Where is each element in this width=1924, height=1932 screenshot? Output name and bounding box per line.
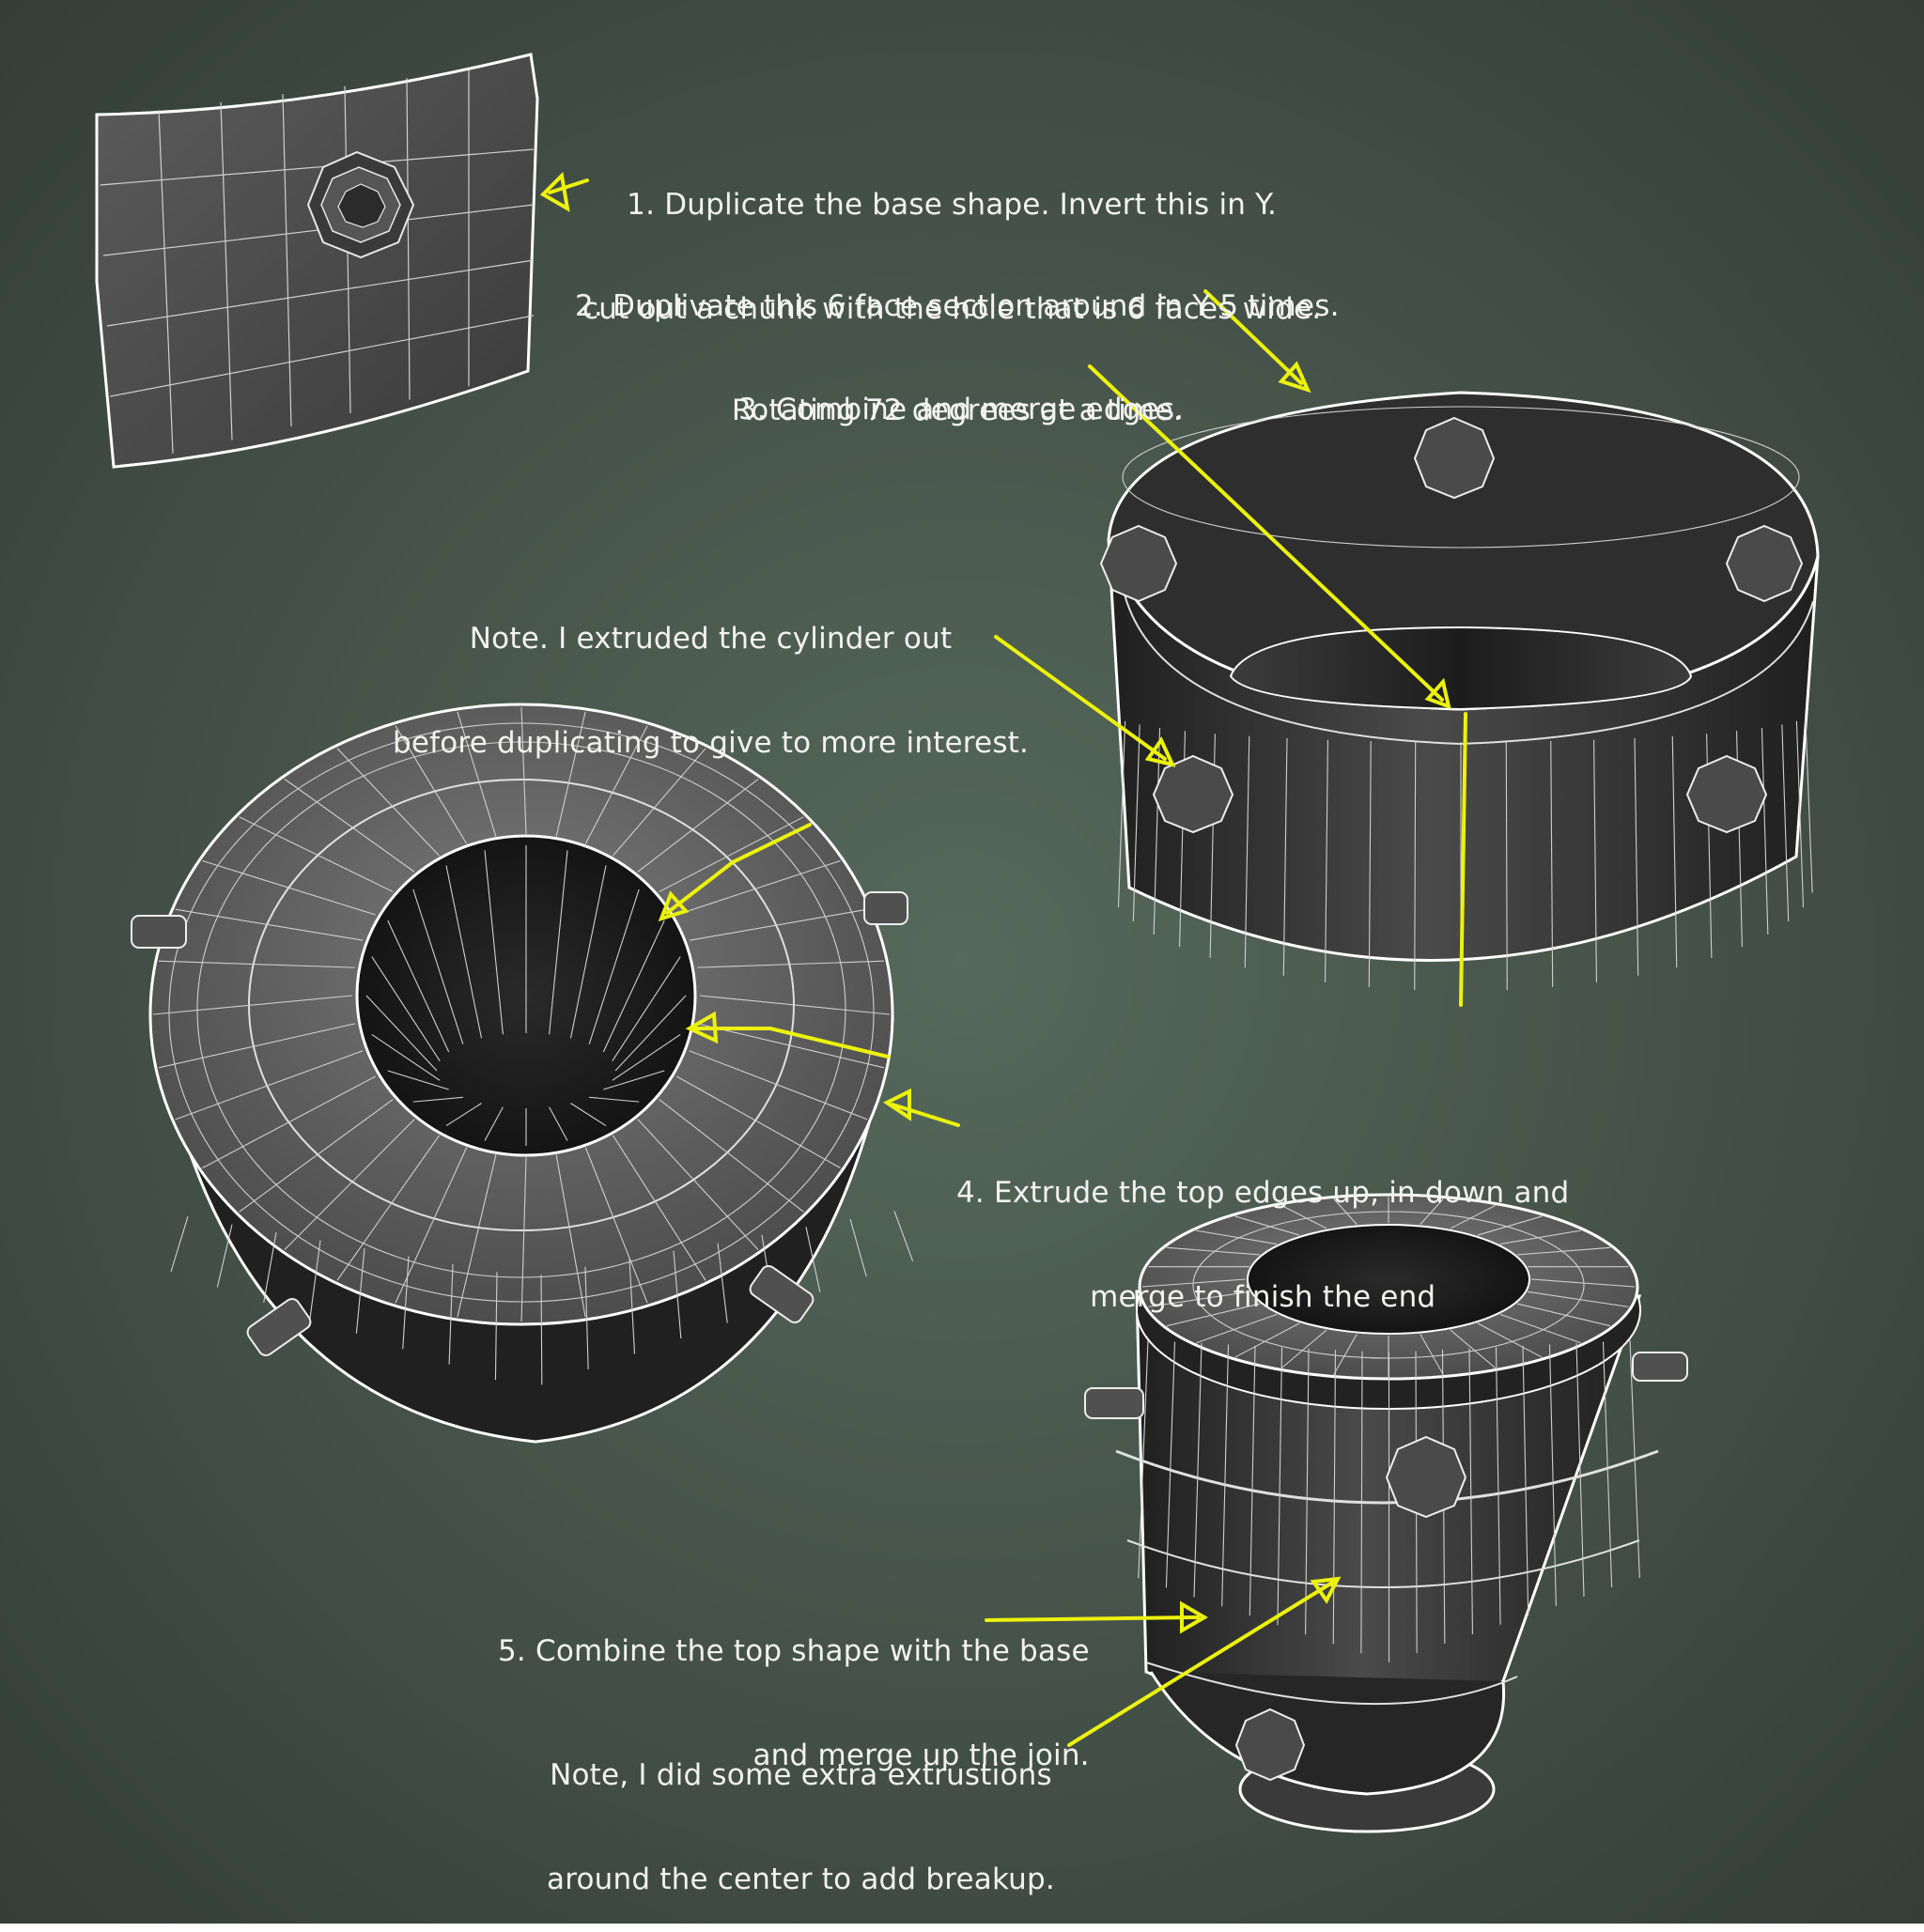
wire-line [850, 1219, 866, 1276]
note1-line1: Note. I extruded the cylinder out [393, 622, 1029, 657]
note1-text: Note. I extruded the cylinder out before… [393, 552, 1029, 796]
step3-line1: 3. Combine and merge edges. [738, 393, 1184, 427]
curved-panel-mesh [97, 54, 537, 467]
step4-line1: 4. Extrude the top edges up, in down and [956, 1176, 1569, 1211]
step2-line1: 2. Duplivate this 6 face section around … [575, 289, 1340, 324]
donut-cap-mesh [132, 704, 913, 1442]
step4-text: 4. Extrude the top edges up, in down and… [956, 1106, 1569, 1350]
wire-line [171, 1216, 188, 1272]
note2-line2: around the center to add breakup. [547, 1862, 1055, 1897]
step4-line2: merge to finish the end [956, 1280, 1569, 1315]
ring-mesh [1101, 393, 1818, 991]
note1-line2: before duplicating to give to more inter… [393, 726, 1029, 761]
arrow-step1-icon [543, 176, 587, 209]
step1-line1: 1. Duplicate the base shape. Invert this… [582, 188, 1321, 223]
note2-text: Note, I did some extra extrustions aroun… [547, 1689, 1055, 1932]
wire-line [894, 1211, 913, 1260]
note2-line1: Note, I did some extra extrustions [547, 1758, 1055, 1793]
wire-line [1806, 718, 1812, 893]
step3-text: 3. Combine and merge edges. [738, 323, 1184, 462]
step5-line1: 5. Combine the top shape with the base [498, 1634, 1090, 1669]
